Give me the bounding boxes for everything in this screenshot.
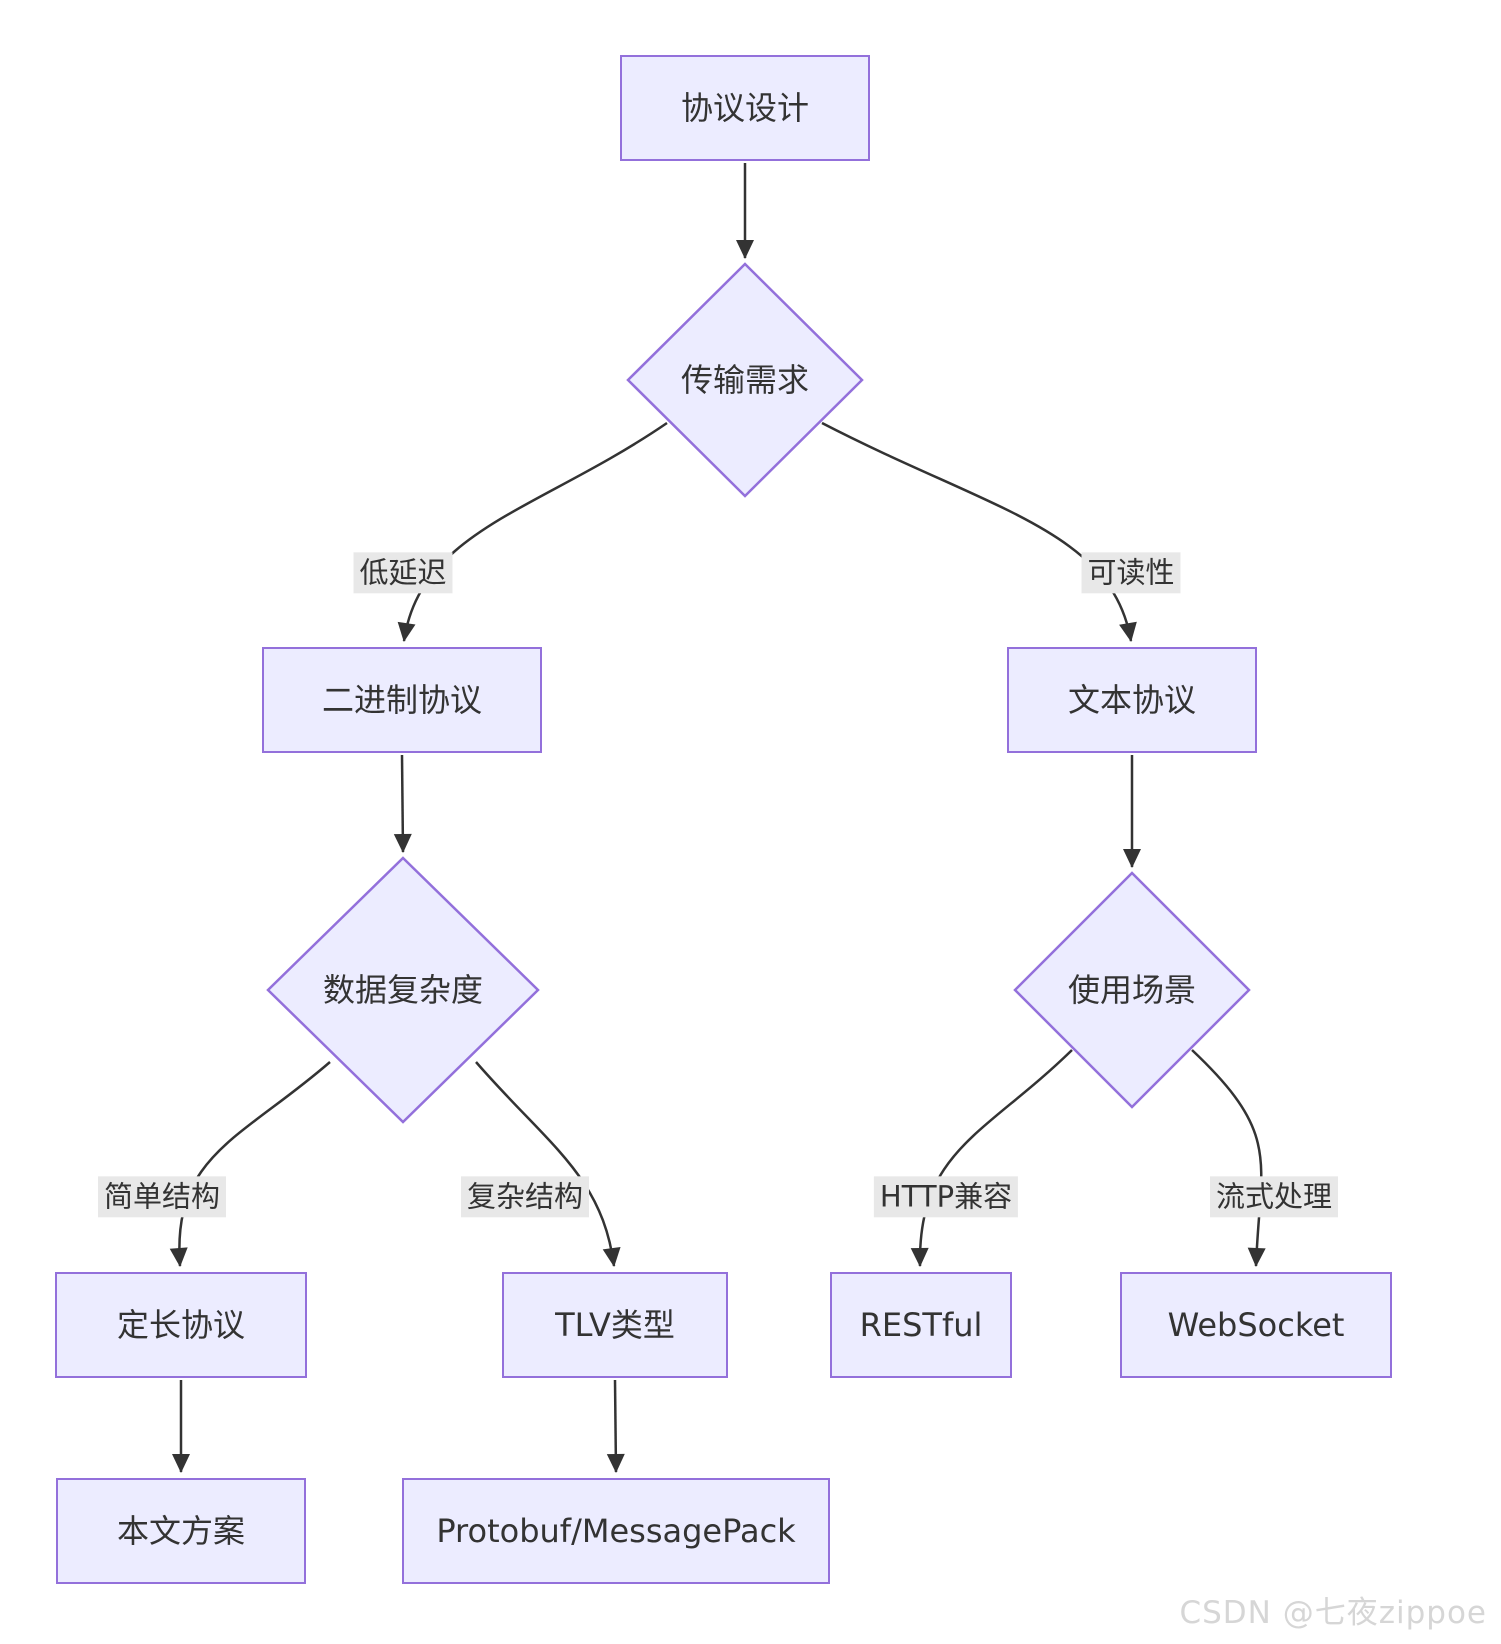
edge-transport-to-text	[821, 421, 1137, 642]
node-websocket: WebSocket	[1120, 1272, 1392, 1378]
edge-complexity-to-tlv	[475, 1061, 621, 1267]
edge-label-stream-processing: 流式处理	[1209, 1176, 1339, 1218]
node-restful: RESTful	[830, 1272, 1012, 1378]
node-this-article-solution: 本文方案	[56, 1478, 306, 1584]
edge-label-http-compatible: HTTP兼容	[873, 1176, 1019, 1218]
edge-scenario-to-websocket	[1191, 1049, 1266, 1267]
edge-label-low-latency: 低延迟	[353, 552, 453, 594]
csdn-watermark: CSDN @七夜zippoe	[1179, 1595, 1487, 1631]
node-binary-protocol: 二进制协议	[262, 647, 542, 753]
edge-label-simple-structure: 简单结构	[97, 1176, 227, 1218]
edge-label-readability: 可读性	[1081, 552, 1181, 594]
node-protocol-design: 协议设计	[620, 55, 870, 161]
decision-label-transport-requirement: 传输需求	[680, 360, 810, 399]
edge-complexity-to-fixed-length	[169, 1061, 331, 1267]
edge-scenario-to-restful	[910, 1049, 1073, 1267]
decision-shape-data-complexity	[266, 856, 540, 1124]
decision-label-data-complexity: 数据复杂度	[322, 970, 484, 1009]
edge-tlv-to-protobuf	[606, 1379, 625, 1473]
node-fixed-length-protocol: 定长协议	[55, 1272, 307, 1378]
edge-label-complex-structure: 复杂结构	[460, 1176, 590, 1218]
node-tlv-type: TLV类型	[502, 1272, 728, 1378]
decision-shape-transport-requirement	[626, 262, 864, 498]
node-text-protocol: 文本协议	[1007, 647, 1257, 753]
decision-shape-usage-scenario	[1013, 871, 1251, 1109]
edge-binary-to-complexity	[393, 754, 412, 853]
edge-transport-to-binary	[397, 421, 668, 642]
decision-label-usage-scenario: 使用场景	[1067, 970, 1197, 1009]
node-protobuf-messagepack: Protobuf/MessagePack	[402, 1478, 830, 1584]
